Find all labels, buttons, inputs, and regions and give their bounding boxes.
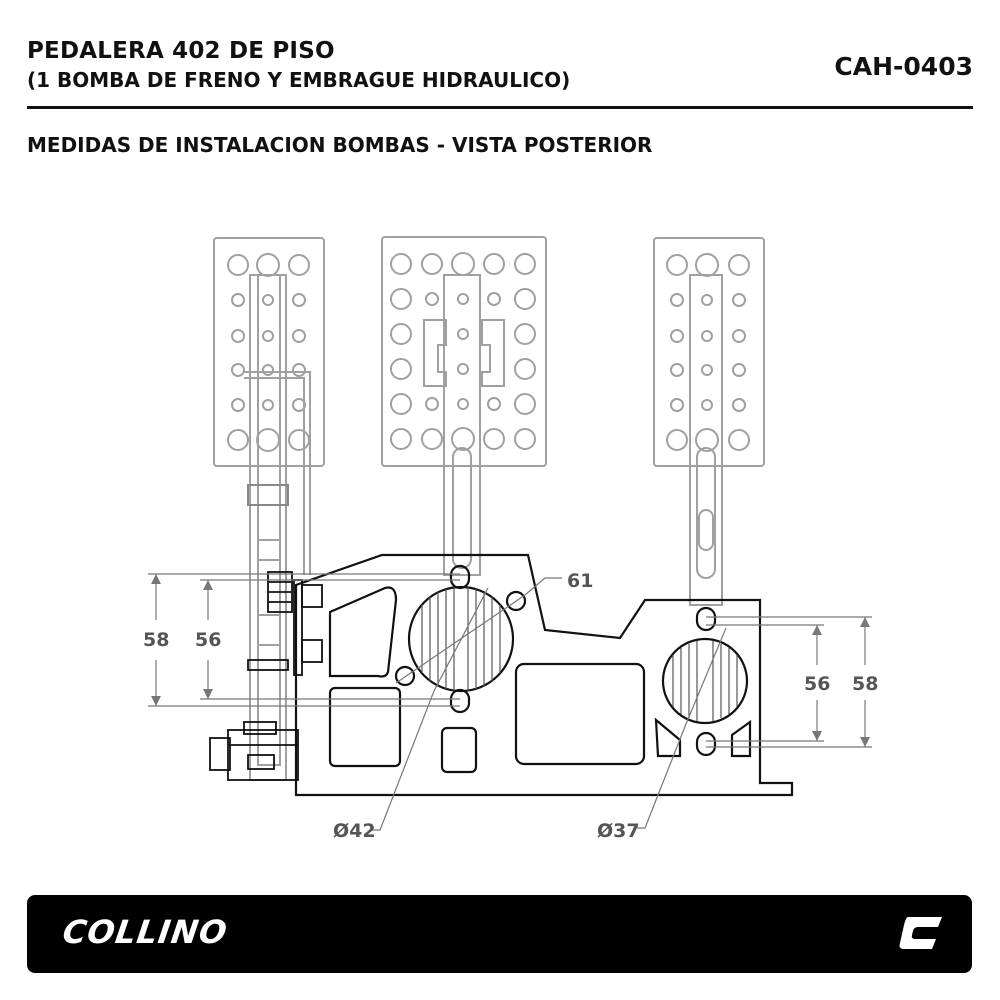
left-mechanism (209, 571, 323, 781)
section-title: MEDIDAS DE INSTALACION BOMBAS - VISTA PO… (27, 133, 653, 157)
pedal-right (653, 237, 765, 606)
footer-banner: COLLINO (27, 895, 972, 973)
page-subtitle: (1 BOMBA DE FRENO Y EMBRAGUE HIDRAULICO) (27, 68, 571, 92)
dim-left-outer: 58 (143, 629, 169, 651)
brand-c-icon (899, 917, 942, 949)
dim-right-diameter: Ø37 (597, 820, 640, 842)
dim-left-diameter: Ø42 (333, 820, 376, 842)
product-code: CAH-0403 (834, 52, 973, 81)
pedal-center (381, 236, 547, 576)
clutch-bore (661, 637, 749, 725)
page-title: PEDALERA 402 DE PISO (27, 38, 335, 64)
brand-logo-text: COLLINO (60, 913, 231, 951)
dimension-lines (148, 573, 872, 831)
brake-bore (407, 585, 515, 693)
dim-left-diagonal: 61 (567, 570, 593, 592)
pedal-base (294, 553, 794, 797)
dim-left-inner: 56 (195, 629, 221, 651)
dimension-arrows (151, 574, 870, 747)
header-divider (27, 106, 973, 109)
dim-right-outer: 58 (852, 673, 878, 695)
dim-right-inner: 56 (804, 673, 830, 695)
